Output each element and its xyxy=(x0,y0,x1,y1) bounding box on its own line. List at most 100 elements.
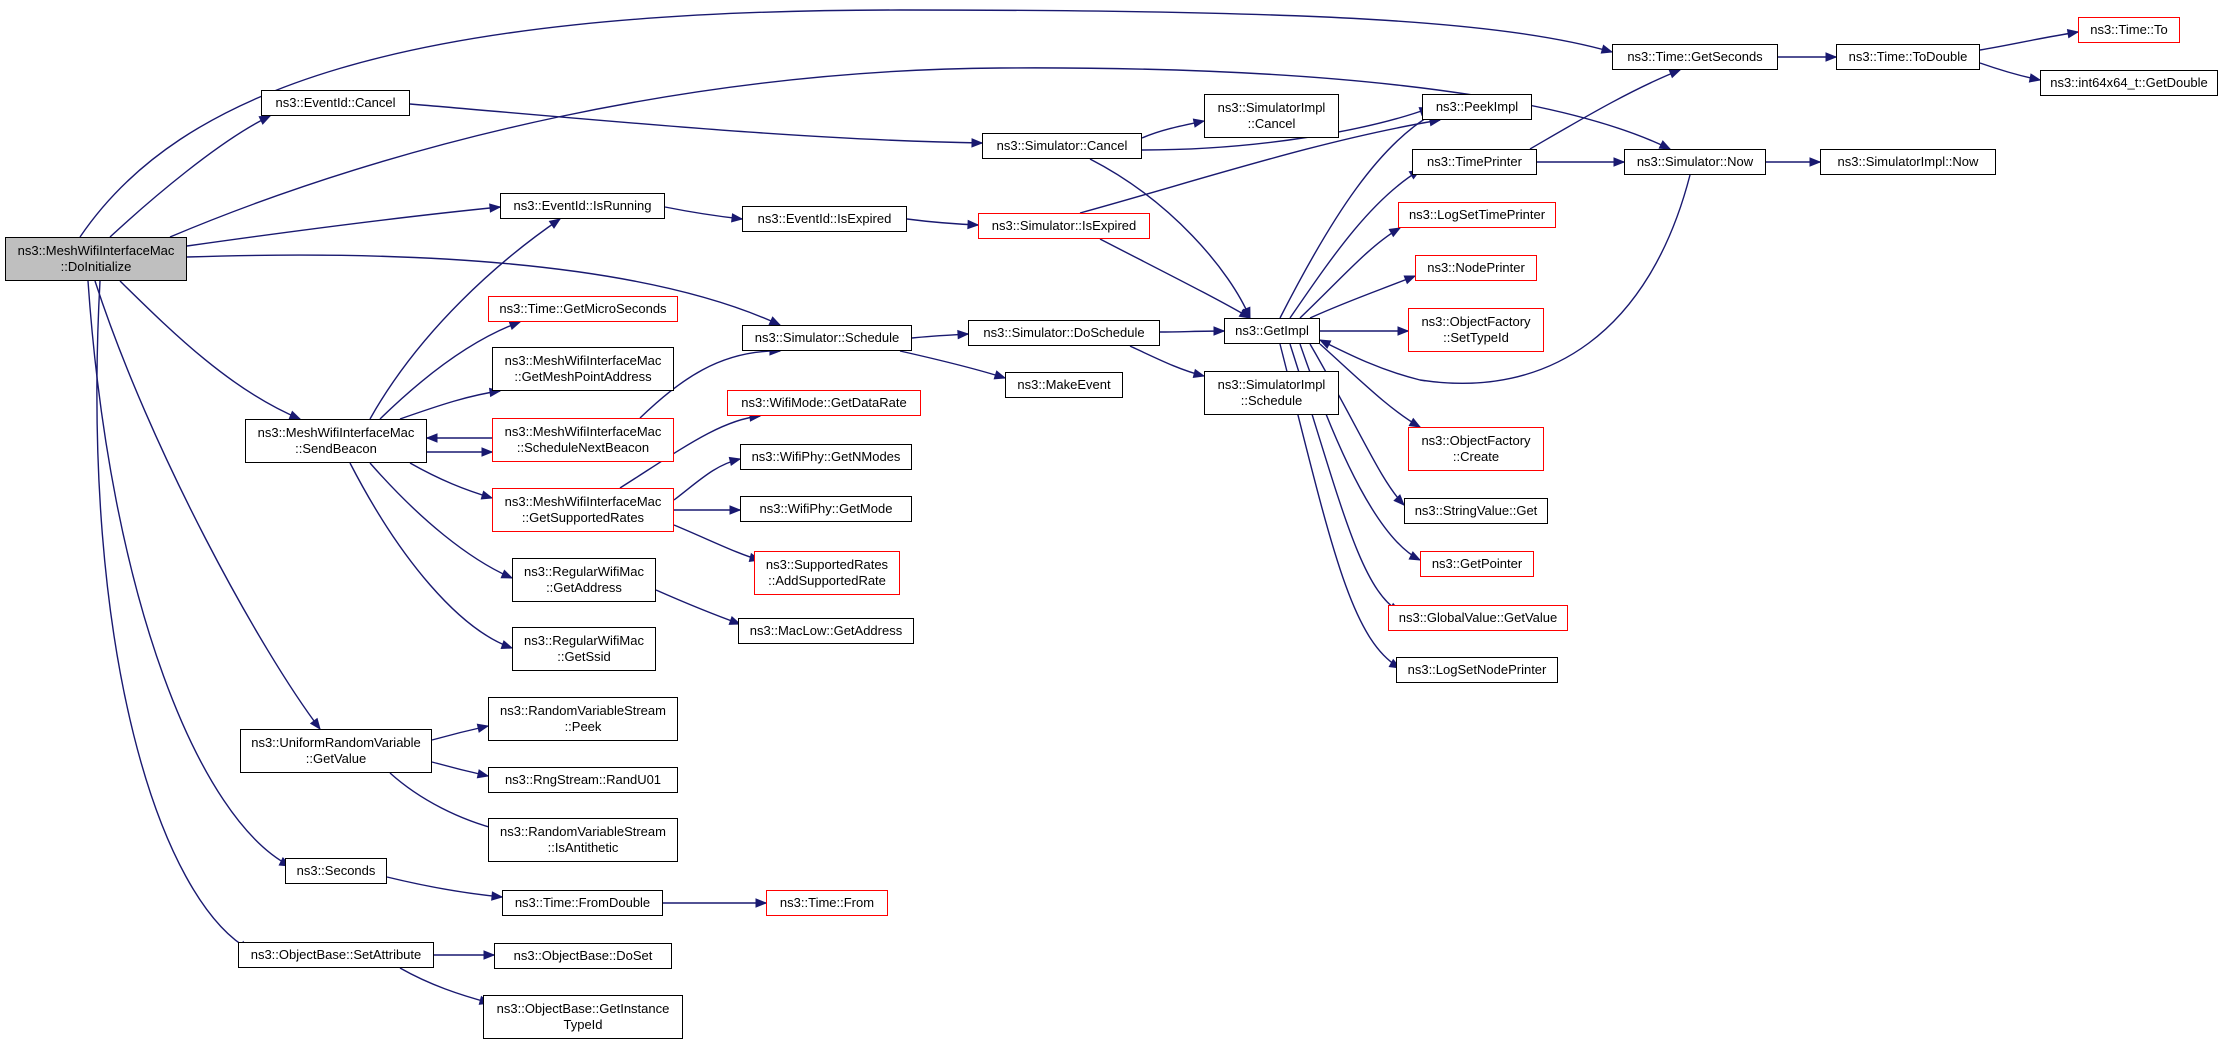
node-rvspeek[interactable]: ns3::RandomVariableStream::Peek xyxy=(488,697,678,741)
node-simcancel[interactable]: ns3::Simulator::Cancel xyxy=(982,133,1142,159)
node-isrunning[interactable]: ns3::EventId::IsRunning xyxy=(500,193,665,219)
arrowhead-todouble-int64getdouble xyxy=(2028,73,2042,83)
node-simnow-line1: ns3::Simulator::Now xyxy=(1636,154,1754,169)
node-getseconds[interactable]: ns3::Time::GetSeconds xyxy=(1612,44,1778,70)
arrowhead-dosched-getimpl xyxy=(1213,326,1226,336)
node-timeto-line1: ns3::Time::To xyxy=(2090,22,2168,37)
node-addsupp-line2: ::AddSupportedRate xyxy=(768,573,886,588)
node-gvgetvalue-line1: ns3::GlobalValue::GetValue xyxy=(1398,610,1558,625)
node-nodeprinter[interactable]: ns3::NodePrinter xyxy=(1415,255,1537,281)
node-isanti-line1: ns3::RandomVariableStream xyxy=(500,824,666,839)
arrowhead-root-isrunning xyxy=(489,203,502,213)
node-timeto[interactable]: ns3::Time::To xyxy=(2078,17,2180,43)
arrowhead-sendbeacon-rwmgetaddr xyxy=(500,569,514,579)
node-ofcreate[interactable]: ns3::ObjectFactory::Create xyxy=(1408,427,1544,471)
node-gvgetvalue[interactable]: ns3::GlobalValue::GetValue xyxy=(1388,605,1568,631)
node-evcancel[interactable]: ns3::EventId::Cancel xyxy=(261,90,410,116)
node-getmicro[interactable]: ns3::Time::GetMicroSeconds xyxy=(488,296,678,322)
edge-sendbeacon-getmicro xyxy=(379,321,521,420)
node-doset-line1: ns3::ObjectBase::DoSet xyxy=(513,948,653,963)
node-rvspeek-line2: ::Peek xyxy=(564,719,602,734)
node-timefrom[interactable]: ns3::Time::From xyxy=(766,890,888,916)
node-getsupp[interactable]: ns3::MeshWifiInterfaceMac::GetSupportedR… xyxy=(492,488,674,532)
node-getnmodes[interactable]: ns3::WifiPhy::GetNModes xyxy=(740,444,912,470)
edge-getimpl-logsetnode xyxy=(1279,343,1401,669)
arrowhead-getimpl-ofsettype xyxy=(1397,326,1410,336)
node-simimplcancel-line2: ::Cancel xyxy=(1247,116,1296,131)
node-simisexpired[interactable]: ns3::Simulator::IsExpired xyxy=(978,213,1150,239)
edge-schednext-simsched xyxy=(639,350,781,419)
node-urv[interactable]: ns3::UniformRandomVariable::GetValue xyxy=(240,729,432,773)
edge-root-setattr xyxy=(96,280,251,951)
node-doset[interactable]: ns3::ObjectBase::DoSet xyxy=(494,943,672,969)
edge-sendbeacon-rwmgetssid xyxy=(349,462,513,649)
node-rwmgetaddr[interactable]: ns3::RegularWifiMac::GetAddress xyxy=(512,558,656,602)
arrowhead-timeprinter-simnow xyxy=(1613,157,1626,167)
node-getmeshpt-line2: ::GetMeshPointAddress xyxy=(514,369,652,384)
node-randu01[interactable]: ns3::RngStream::RandU01 xyxy=(488,767,678,793)
node-strget[interactable]: ns3::StringValue::Get xyxy=(1404,498,1548,524)
node-schednext[interactable]: ns3::MeshWifiInterfaceMac::ScheduleNextB… xyxy=(492,418,674,462)
node-ofsettype[interactable]: ns3::ObjectFactory::SetTypeId xyxy=(1408,308,1544,352)
node-makeevent[interactable]: ns3::MakeEvent xyxy=(1005,372,1123,398)
node-simimplsched[interactable]: ns3::SimulatorImpl::Schedule xyxy=(1204,371,1339,415)
edge-root-simsched xyxy=(186,254,781,326)
node-setattr[interactable]: ns3::ObjectBase::SetAttribute xyxy=(238,942,434,968)
node-timeprinter-line1: ns3::TimePrinter xyxy=(1427,154,1522,169)
arrowhead-getimpl-strget xyxy=(1393,494,1405,506)
node-int64getdouble-line1: ns3::int64x64_t::GetDouble xyxy=(2050,75,2208,90)
edge-simcancel-getimpl xyxy=(1089,158,1251,319)
node-getdatarate[interactable]: ns3::WifiMode::GetDataRate xyxy=(727,390,921,416)
node-logsettime[interactable]: ns3::LogSetTimePrinter xyxy=(1398,202,1556,228)
node-seconds-line1: ns3::Seconds xyxy=(296,863,376,878)
node-simimplcancel-line1: ns3::SimulatorImpl xyxy=(1217,100,1326,115)
edge-timeprinter-getseconds xyxy=(1529,69,1681,150)
node-addsupp[interactable]: ns3::SupportedRates::AddSupportedRate xyxy=(754,551,900,595)
node-isexpired[interactable]: ns3::EventId::IsExpired xyxy=(742,206,907,232)
edge-getimpl-logsettime xyxy=(1299,227,1401,319)
edge-sendbeacon-rwmgetaddr xyxy=(369,462,513,579)
node-ofsettype-line2: ::SetTypeId xyxy=(1443,330,1509,345)
node-getimpl[interactable]: ns3::GetImpl xyxy=(1224,318,1320,344)
node-getnmodes-line1: ns3::WifiPhy::GetNModes xyxy=(751,449,901,464)
node-todouble-line1: ns3::Time::ToDouble xyxy=(1848,49,1968,64)
arrowhead-getimpl-logsettime xyxy=(1388,227,1402,238)
node-logsetnode[interactable]: ns3::LogSetNodePrinter xyxy=(1396,657,1558,683)
node-getdatarate-line1: ns3::WifiMode::GetDataRate xyxy=(741,395,907,410)
node-todouble[interactable]: ns3::Time::ToDouble xyxy=(1836,44,1980,70)
edge-seconds-fromdouble xyxy=(386,876,503,898)
node-getseconds-line1: ns3::Time::GetSeconds xyxy=(1627,49,1763,64)
node-peekimpl[interactable]: ns3::PeekImpl xyxy=(1422,94,1532,120)
node-rwmgetssid[interactable]: ns3::RegularWifiMac::GetSsid xyxy=(512,627,656,671)
node-dosched[interactable]: ns3::Simulator::DoSchedule xyxy=(968,320,1160,346)
node-getsupp-line1: ns3::MeshWifiInterfaceMac xyxy=(504,494,662,509)
node-simimplnow-line1: ns3::SimulatorImpl::Now xyxy=(1837,154,1979,169)
node-int64getdouble[interactable]: ns3::int64x64_t::GetDouble xyxy=(2040,70,2218,96)
node-simimplcancel[interactable]: ns3::SimulatorImpl::Cancel xyxy=(1204,94,1339,138)
node-root-line1: ns3::MeshWifiInterfaceMac xyxy=(17,243,175,258)
arrowhead-isrunning-isexpired xyxy=(731,213,744,223)
arrowhead-sendbeacon-isrunning xyxy=(548,218,562,229)
node-simsched[interactable]: ns3::Simulator::Schedule xyxy=(742,325,912,351)
node-maclowaddr[interactable]: ns3::MacLow::GetAddress xyxy=(738,618,914,644)
node-getpointer[interactable]: ns3::GetPointer xyxy=(1420,551,1534,577)
node-timeprinter[interactable]: ns3::TimePrinter xyxy=(1412,149,1537,175)
node-simimplnow[interactable]: ns3::SimulatorImpl::Now xyxy=(1820,149,1996,175)
arrowhead-root-evcancel xyxy=(258,115,272,125)
edge-root-urv xyxy=(94,280,321,730)
edge-isrunning-isexpired xyxy=(664,206,743,220)
node-getmeshpt[interactable]: ns3::MeshWifiInterfaceMac::GetMeshPointA… xyxy=(492,347,674,391)
node-sendbeacon[interactable]: ns3::MeshWifiInterfaceMac::SendBeacon xyxy=(245,419,427,463)
node-root-line2: ::DoInitialize xyxy=(60,259,132,274)
node-seconds[interactable]: ns3::Seconds xyxy=(285,858,387,884)
node-fromdouble-line1: ns3::Time::FromDouble xyxy=(514,895,651,910)
node-randu01-line1: ns3::RngStream::RandU01 xyxy=(504,772,662,787)
node-getmode[interactable]: ns3::WifiPhy::GetMode xyxy=(740,496,912,522)
arrowhead-dosched-simimplsched xyxy=(1192,368,1206,379)
node-simnow[interactable]: ns3::Simulator::Now xyxy=(1624,149,1766,175)
arrowhead-isexpired-simisexpired xyxy=(967,219,980,230)
node-fromdouble[interactable]: ns3::Time::FromDouble xyxy=(502,890,663,916)
node-isanti[interactable]: ns3::RandomVariableStream::IsAntithetic xyxy=(488,818,678,862)
node-sendbeacon-line2: ::SendBeacon xyxy=(295,441,377,456)
